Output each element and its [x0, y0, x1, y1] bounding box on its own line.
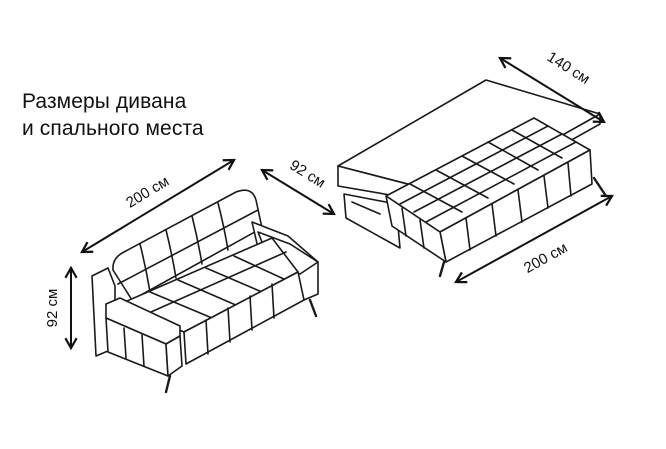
bed-width-label: 140 см — [544, 49, 593, 88]
diagram-title: Размеры дивана и спального места — [22, 88, 204, 142]
sofa-height-dimension: 92 см — [44, 265, 78, 351]
bed-depth-label: 92 см — [286, 157, 328, 192]
bed-depth-dimension: 92 см — [260, 157, 336, 216]
title-line-1: Размеры дивана — [22, 90, 187, 113]
sofa-height-label: 92 см — [44, 289, 61, 328]
sofa-length-label: 200 см — [123, 173, 172, 212]
title-line-2: и спального места — [22, 117, 204, 140]
sofa-drawing — [91, 189, 319, 394]
bed-length-label: 200 см — [521, 239, 570, 277]
